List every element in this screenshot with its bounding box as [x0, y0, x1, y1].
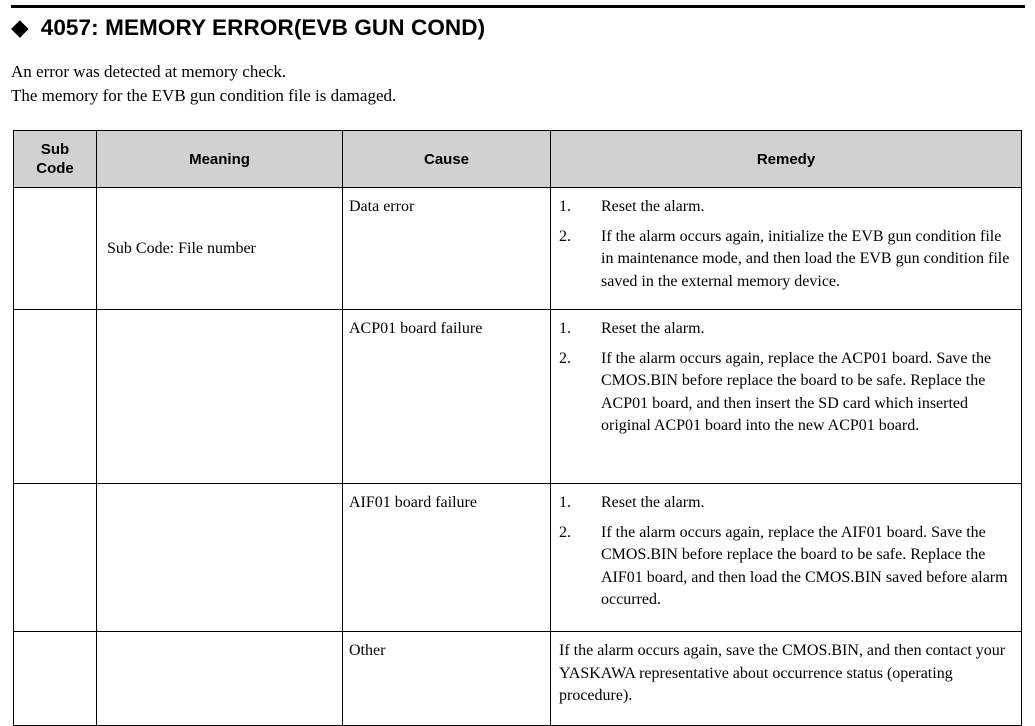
intro-line-1: An error was detected at memory check.: [11, 62, 287, 81]
remedy-step-number: 2.: [559, 523, 571, 541]
top-horizontal-rule: [11, 5, 1025, 8]
cell-remedy: 1. Reset the alarm. 2. If the alarm occu…: [550, 187, 1022, 310]
table-header-row: Sub Code Meaning Cause Remedy: [13, 130, 1022, 188]
remedy-step-number: 1.: [559, 198, 571, 215]
intro-line-2: The memory for the EVB gun condition fil…: [11, 86, 397, 105]
remedy-paragraph: If the alarm occurs again, save the CMOS…: [559, 642, 1006, 704]
remedy-step-text: If the alarm occurs again, initialize th…: [601, 227, 1010, 290]
column-header-sub-code-line1: Sub: [40, 141, 70, 158]
cell-cause: ACP01 board failure: [342, 309, 551, 484]
column-header-sub-code: Sub Code: [13, 130, 97, 188]
remedy-step: 2. If the alarm occurs again, initialize…: [559, 226, 1011, 294]
cell-sub-code: [13, 631, 97, 726]
alarm-details-table: Sub Code Meaning Cause Remedy Sub Code: …: [13, 130, 1022, 726]
cell-sub-code: [13, 483, 97, 632]
cell-cause: AIF01 board failure: [342, 483, 551, 632]
cell-meaning: [96, 309, 343, 484]
cell-remedy: 1. Reset the alarm. 2. If the alarm occu…: [550, 309, 1022, 484]
cell-remedy: If the alarm occurs again, save the CMOS…: [550, 631, 1022, 726]
meaning-text: Sub Code: File number: [107, 240, 256, 257]
cell-meaning: [96, 483, 343, 632]
remedy-step-number: 2.: [559, 349, 571, 367]
remedy-step: 1. Reset the alarm.: [559, 196, 1011, 219]
cell-sub-code: [13, 187, 97, 310]
remedy-step: 1. Reset the alarm.: [559, 318, 1011, 341]
table-row: ACP01 board failure 1. Reset the alarm. …: [13, 309, 1022, 484]
remedy-step-number: 1.: [559, 320, 571, 337]
table-row: Sub Code: File number Data error 1. Rese…: [13, 187, 1022, 310]
table-row: AIF01 board failure 1. Reset the alarm. …: [13, 483, 1022, 632]
table-row: Other If the alarm occurs again, save th…: [13, 631, 1022, 726]
remedy-step: 2. If the alarm occurs again, replace th…: [559, 348, 1011, 438]
remedy-step-number: 1.: [559, 494, 571, 511]
cell-remedy: 1. Reset the alarm. 2. If the alarm occu…: [550, 483, 1022, 632]
remedy-step-text: If the alarm occurs again, replace the A…: [601, 349, 992, 435]
remedy-step-number: 2.: [559, 227, 571, 245]
remedy-step: 1. Reset the alarm.: [559, 492, 1011, 515]
remedy-step-list: 1. Reset the alarm. 2. If the alarm occu…: [559, 492, 1011, 612]
cell-meaning: [96, 631, 343, 726]
remedy-step-list: 1. Reset the alarm. 2. If the alarm occu…: [559, 318, 1011, 438]
remedy-step-text: Reset the alarm.: [601, 494, 705, 511]
remedy-step: 2. If the alarm occurs again, replace th…: [559, 522, 1011, 612]
cell-sub-code: [13, 309, 97, 484]
cell-meaning: Sub Code: File number: [96, 187, 343, 310]
column-header-cause: Cause: [342, 130, 551, 188]
remedy-step-text: If the alarm occurs again, replace the A…: [601, 523, 1008, 609]
page-title: 4057: MEMORY ERROR(EVB GUN COND): [40, 15, 486, 40]
diamond-bullet-icon: ◆: [11, 14, 29, 40]
column-header-meaning: Meaning: [96, 130, 343, 188]
remedy-step-text: Reset the alarm.: [601, 320, 705, 337]
column-header-remedy: Remedy: [550, 130, 1022, 188]
intro-paragraph: An error was detected at memory check. T…: [11, 60, 1011, 108]
alarm-heading: ◆ 4057: MEMORY ERROR(EVB GUN COND): [11, 15, 485, 41]
cell-cause: Data error: [342, 187, 551, 310]
cell-cause: Other: [342, 631, 551, 726]
remedy-step-list: 1. Reset the alarm. 2. If the alarm occu…: [559, 196, 1011, 293]
column-header-sub-code-line2: Code: [36, 160, 74, 177]
remedy-step-text: Reset the alarm.: [601, 198, 705, 215]
